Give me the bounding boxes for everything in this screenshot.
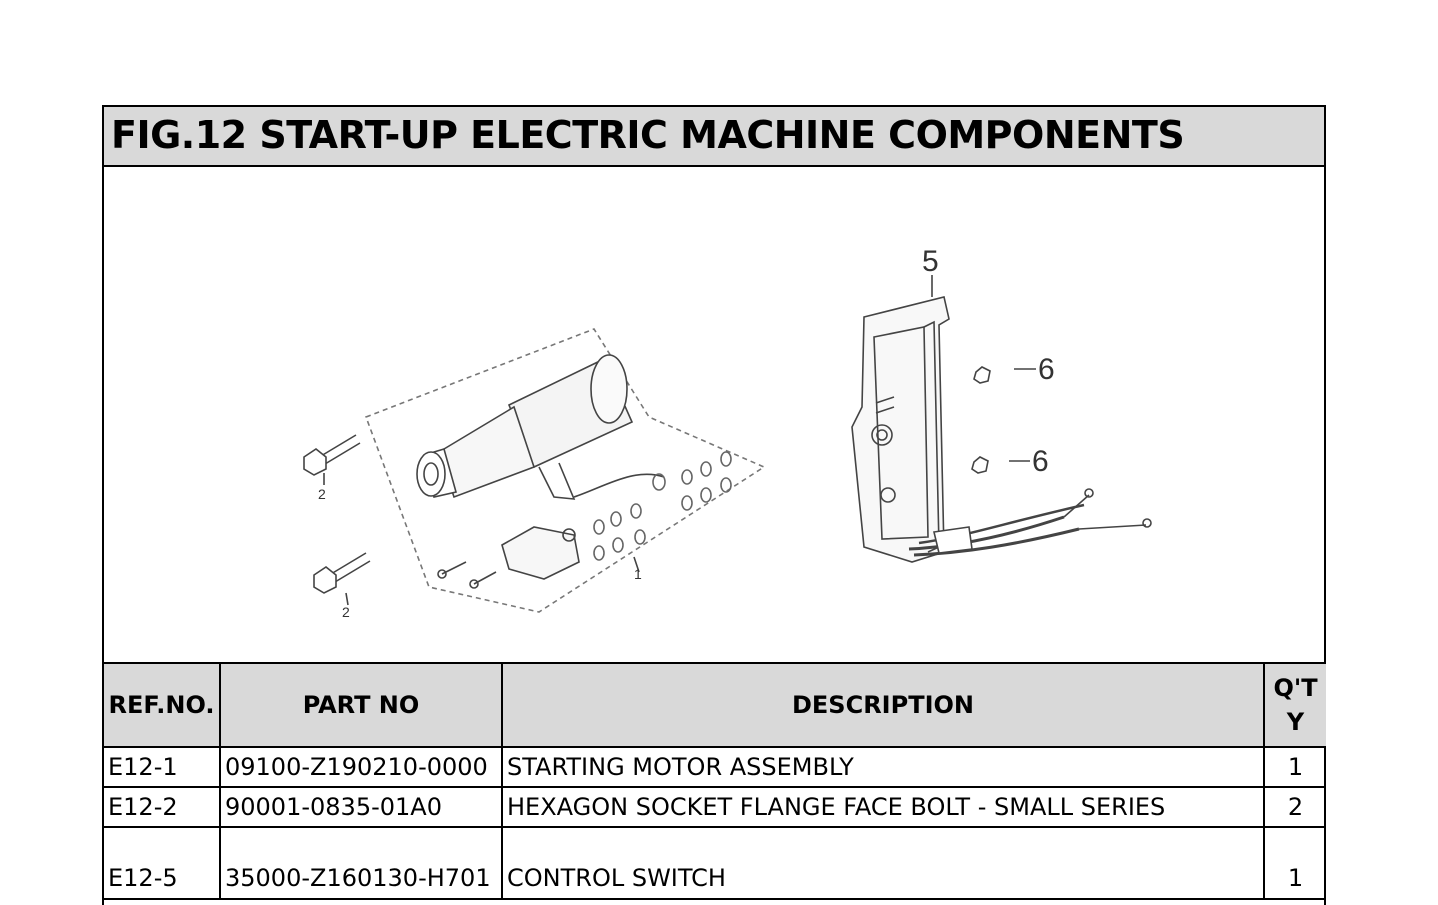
table-row: E12-2 90001-0835-01A0 HEXAGON SOCKET FLA… [104, 786, 1326, 828]
header-description: DESCRIPTION [501, 664, 1265, 748]
diagram-svg: 1 2 2 5 6 6 [303, 245, 1152, 620]
cell-qty: 1 [1263, 826, 1326, 900]
parts-table: REF.NO. PART NO DESCRIPTION Q'T Y E12-1 … [104, 664, 1326, 900]
callout-1: 1 [634, 566, 642, 582]
cell-ref: E12-1 [104, 746, 221, 788]
callout-5: 5 [922, 245, 939, 278]
cell-part: 35000-Z160130-H701 [219, 826, 503, 900]
cell-desc: HEXAGON SOCKET FLANGE FACE BOLT - SMALL … [501, 786, 1265, 828]
header-ref-no: REF.NO. [104, 664, 221, 748]
table-row: E12-1 09100-Z190210-0000 STARTING MOTOR … [104, 746, 1326, 788]
table-row: E12-5 35000-Z160130-H701 CONTROL SWITCH … [104, 826, 1326, 900]
figure-title: FIG.12 START-UP ELECTRIC MACHINE COMPONE… [104, 107, 1324, 167]
cell-part: 90001-0835-01A0 [219, 786, 503, 828]
cell-qty: 1 [1263, 746, 1326, 788]
cell-qty: 2 [1263, 786, 1326, 828]
callout-2b: 2 [342, 604, 350, 620]
header-qty: Q'T Y [1263, 664, 1326, 748]
cell-ref: E12-2 [104, 786, 221, 828]
cell-part: 09100-Z190210-0000 [219, 746, 503, 788]
parts-sheet: FIG.12 START-UP ELECTRIC MACHINE COMPONE… [102, 105, 1326, 905]
header-part-no: PART NO [219, 664, 503, 748]
cell-desc: CONTROL SWITCH [501, 826, 1265, 900]
cell-ref: E12-5 [104, 826, 221, 900]
table-header-row: REF.NO. PART NO DESCRIPTION Q'T Y [104, 664, 1326, 748]
callout-2a: 2 [318, 486, 326, 502]
cell-desc: STARTING MOTOR ASSEMBLY [501, 746, 1265, 788]
exploded-diagram: 1 2 2 5 6 6 [104, 167, 1324, 664]
callout-6b: 6 [1032, 445, 1049, 478]
callout-6a: 6 [1038, 353, 1055, 386]
